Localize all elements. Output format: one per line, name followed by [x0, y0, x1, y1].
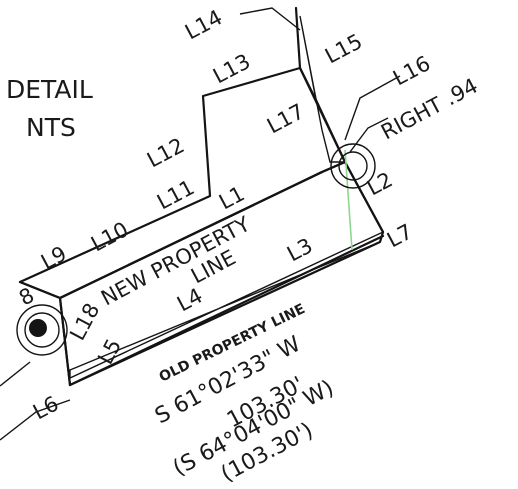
label-l15: L15	[321, 29, 366, 68]
crosshatched-wedge	[299, 15, 347, 163]
label-l9: L9	[37, 241, 70, 274]
label-l16: L16	[389, 51, 434, 90]
label-l6: L6	[29, 391, 62, 424]
l16-leader	[344, 75, 401, 141]
l6-leader	[0, 399, 71, 441]
label-l10: L10	[87, 217, 132, 256]
label-l12: L12	[143, 133, 188, 172]
old-property-line	[68, 234, 385, 387]
label-left-cut: 5	[0, 377, 4, 404]
point-circle-left	[16, 304, 68, 356]
detail-title: DETAIL	[6, 75, 93, 104]
label-l14: L14	[181, 5, 226, 44]
label-l11: L11	[153, 175, 198, 214]
detail-scale: NTS	[26, 113, 76, 142]
label-l17: L17	[263, 99, 308, 138]
construction-line	[344, 149, 353, 251]
point-circle-right	[330, 143, 376, 189]
label-l7: L7	[383, 219, 416, 252]
label-l4: L4	[173, 283, 206, 316]
new-property-line	[58, 170, 324, 300]
l14-leader	[239, 7, 301, 31]
label-right: RIGHT .94	[377, 74, 482, 145]
label-l5: L5	[93, 335, 126, 368]
right-boundary	[343, 160, 385, 234]
left-cut-leader	[0, 361, 31, 387]
label-l2: L2	[363, 167, 396, 200]
label-l3: L3	[283, 233, 316, 266]
left-boundary	[18, 280, 72, 387]
label-l18: L18	[65, 299, 104, 344]
